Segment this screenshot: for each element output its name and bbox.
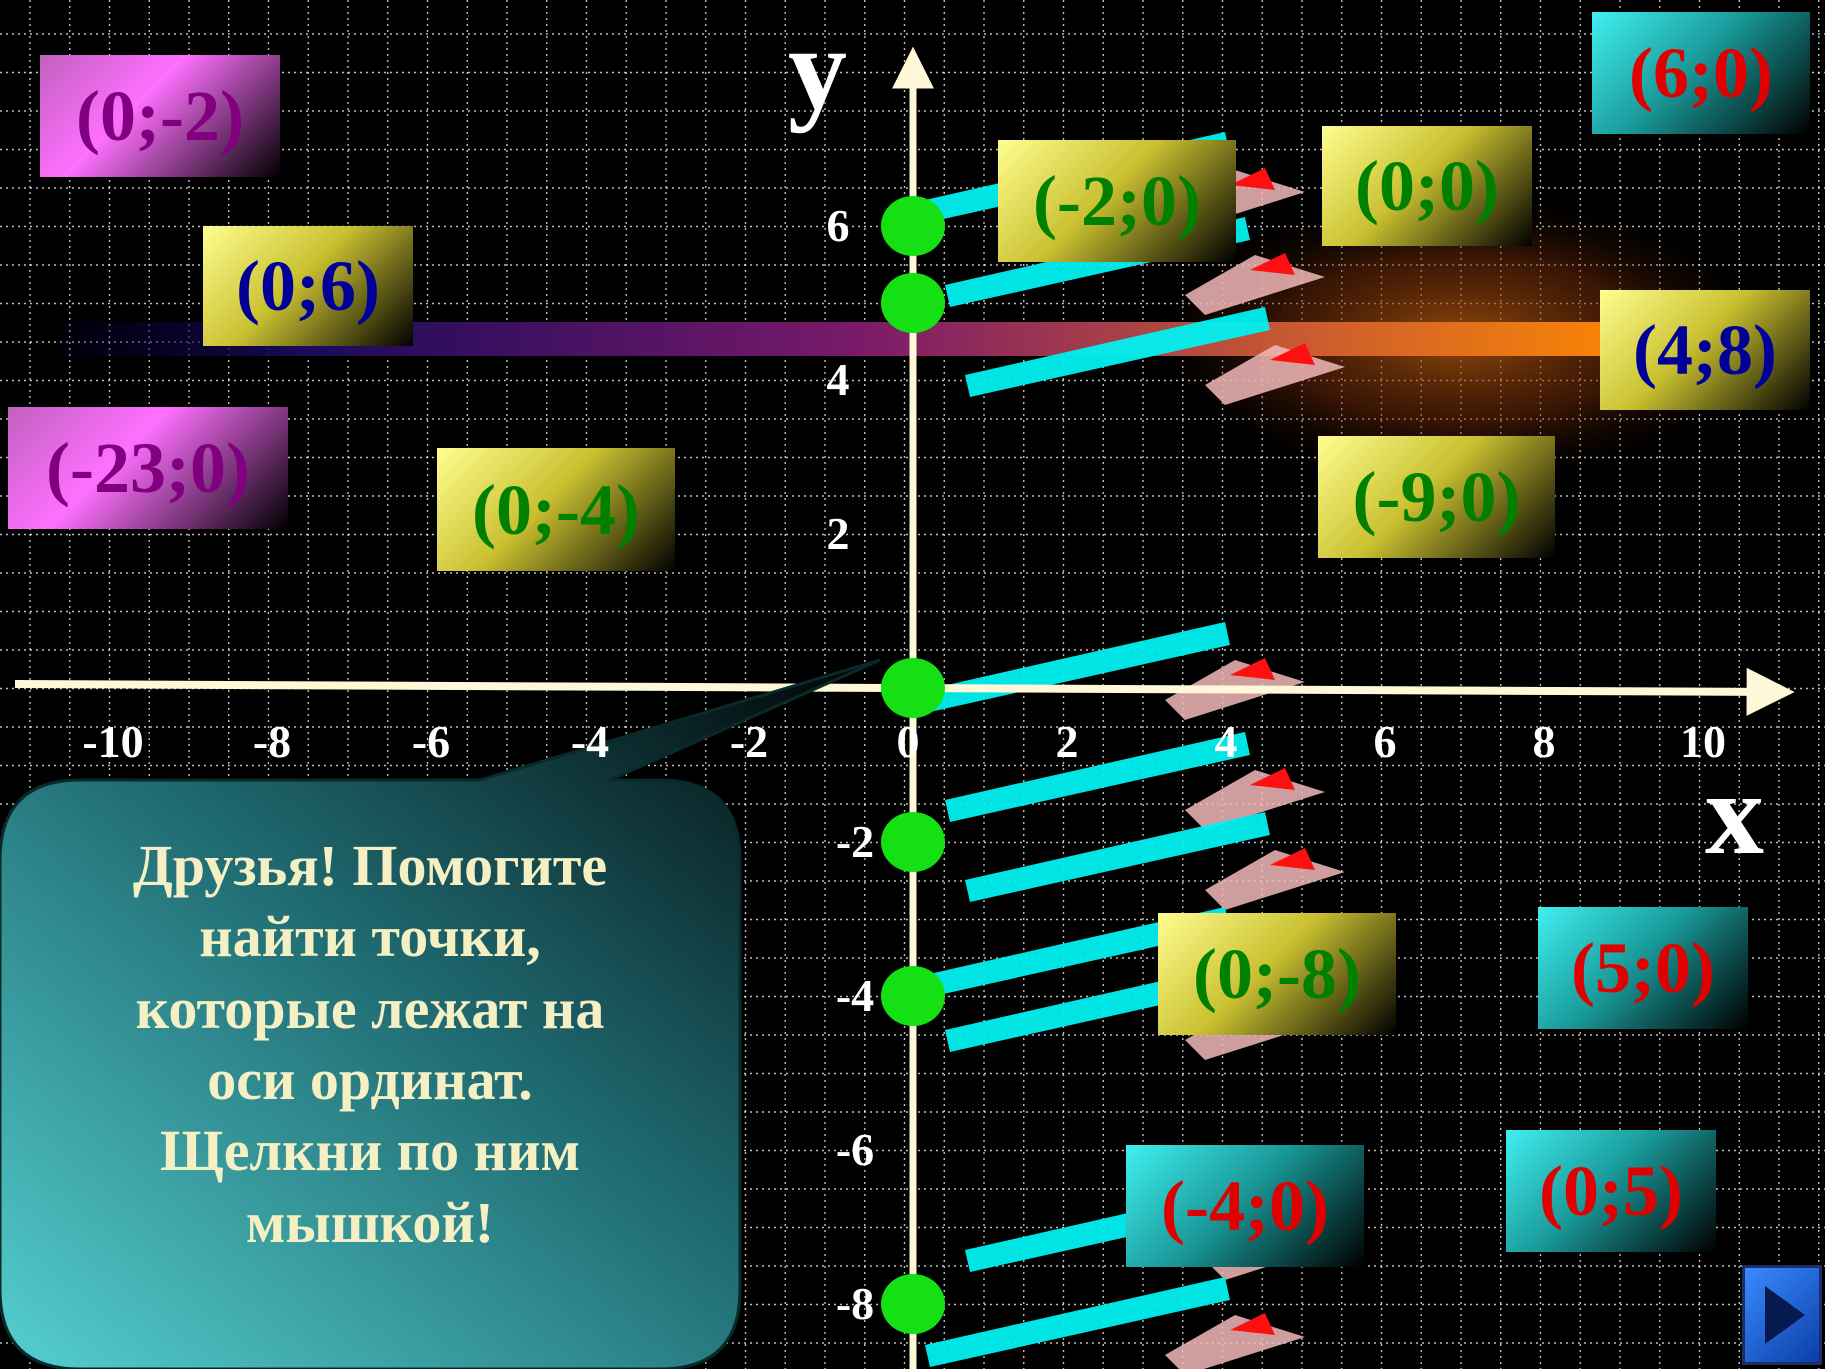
x-tick-label: -6 — [411, 716, 451, 767]
instruction-line: которые лежат на — [135, 975, 605, 1041]
y-axis-point — [881, 812, 945, 872]
y-axis-point — [881, 196, 945, 256]
cyan-streak — [945, 732, 1250, 822]
point-card-0--4[interactable]: (0;-4) — [437, 448, 675, 571]
x-tick-label: -8 — [252, 716, 292, 767]
point-card--9-0[interactable]: (-9;0) — [1318, 436, 1555, 558]
x-tick-label: 0 — [896, 716, 920, 767]
pencil-tip — [1230, 1313, 1275, 1335]
point-card-0--8[interactable]: (0;-8) — [1158, 913, 1396, 1035]
instruction-line: оси ординат. — [207, 1046, 533, 1112]
y-tick-label: -8 — [835, 1278, 875, 1329]
cyan-streak — [965, 307, 1270, 397]
point-card-0--2[interactable]: (0;-2) — [40, 55, 280, 177]
point-card--2-0[interactable]: (-2;0) — [998, 140, 1236, 262]
y-axis-point — [881, 273, 945, 333]
play-arrow-icon — [1765, 1286, 1805, 1344]
instruction-line: найти точки, — [199, 904, 541, 970]
y-tick-label: -6 — [835, 1124, 875, 1175]
y-tick-label: 6 — [826, 200, 850, 251]
y-axis-points — [881, 196, 945, 1334]
point-card--23-0[interactable]: (-23;0) — [8, 407, 288, 529]
point-card-0-0[interactable]: (0;0) — [1322, 126, 1532, 246]
point-card--4-0[interactable]: (-4;0) — [1126, 1145, 1364, 1267]
x-axis-name: x — [1705, 748, 1764, 879]
y-axis-name: y — [788, 3, 847, 134]
cyan-streak — [965, 812, 1270, 902]
point-card-0-5[interactable]: (0;5) — [1506, 1130, 1716, 1252]
y-tick-label: 4 — [826, 354, 850, 405]
y-axis-point — [881, 966, 945, 1026]
y-tick-label: 2 — [826, 508, 850, 559]
instruction-line: мышкой! — [245, 1189, 495, 1255]
point-card-6-0[interactable]: (6;0) — [1592, 12, 1810, 134]
x-tick-label: 2 — [1055, 716, 1079, 767]
x-tick-label: 4 — [1214, 716, 1238, 767]
y-axis-point — [881, 658, 945, 718]
x-tick-label: -4 — [570, 716, 610, 767]
x-tick-label: -10 — [82, 716, 144, 767]
y-tick-label: -4 — [835, 970, 875, 1021]
pencil-tip — [1270, 343, 1315, 365]
pencil-shape — [1165, 1315, 1305, 1369]
pencil-tip — [1250, 768, 1295, 790]
pencil-tip — [1270, 848, 1315, 870]
y-axis-point — [881, 1274, 945, 1334]
cyan-streak — [925, 907, 1230, 997]
point-card-0-6[interactable]: (0;6) — [203, 226, 413, 346]
pencil-shape — [1205, 850, 1345, 910]
x-tick-label: 6 — [1373, 716, 1397, 767]
point-card-5-0[interactable]: (5;0) — [1538, 907, 1748, 1029]
point-card-4-8[interactable]: (4;8) — [1600, 290, 1810, 410]
instruction-line: Друзья! Помогите — [132, 833, 608, 898]
instruction-line: Щелкни по ним — [160, 1118, 580, 1184]
x-tick-label: -2 — [729, 716, 769, 767]
next-slide-button[interactable] — [1742, 1265, 1822, 1365]
pencil-tip — [1230, 168, 1275, 190]
cyan-streak — [925, 1277, 1230, 1367]
instruction-text: Друзья! Помогите найти точки, которые ле… — [20, 830, 720, 1258]
x-tick-label: 8 — [1532, 716, 1556, 767]
y-tick-label: -2 — [835, 816, 875, 867]
pencil-tip — [1230, 658, 1275, 680]
x-tick-label: 10 — [1680, 716, 1726, 767]
pencil-tip — [1250, 253, 1295, 275]
